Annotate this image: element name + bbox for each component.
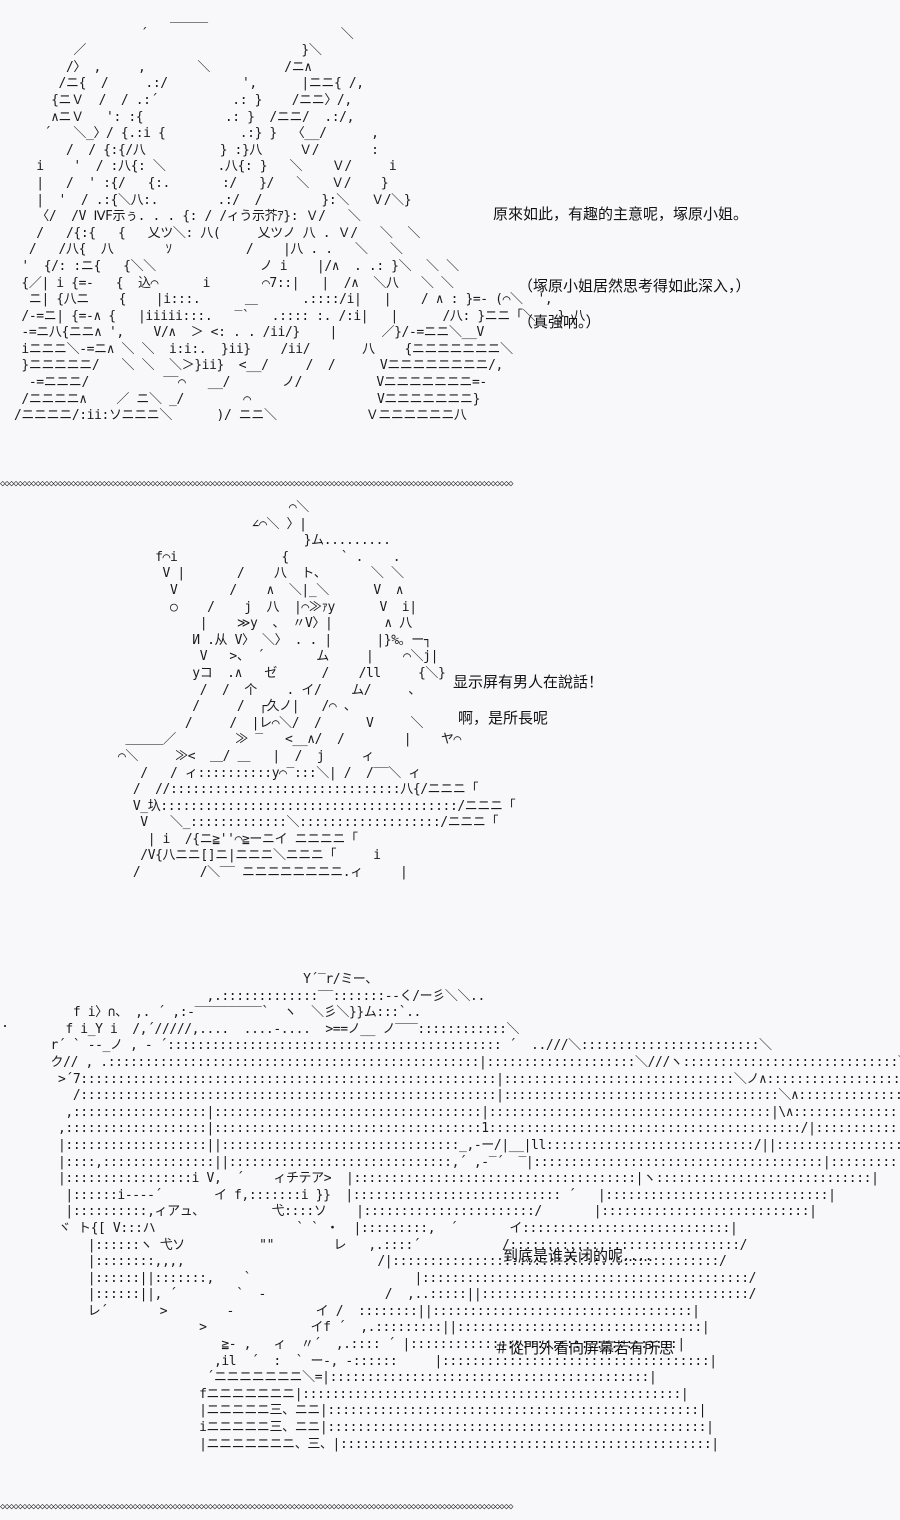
ascii-art-character-peeking: Y´‾r/ミー、 ,.:::::::::::::‾‾:::::::--く/ー彡＼… [50, 972, 900, 1452]
ascii-art-character-surprised: ⌒＼ ∠⌒＼ 〉| }ム......... f⌒i { ` . . V | / … [118, 500, 516, 881]
dialog-line: 显示屏有男人在說話！ [453, 673, 604, 691]
dialog-line: 啊，是所長呢 [458, 709, 549, 727]
dialog-line: 到底是谁关闭的呢…… [503, 1247, 654, 1265]
panel-divider: ◇◇◇◇◇◇◇◇◇◇◇◇◇◇◇◇◇◇◇◇◇◇◇◇◇◇◇◇◇◇◇◇◇◇◇◇◇◇◇◇… [0, 1502, 514, 1512]
dialog-line: （塚原小姐居然思考得如此深入，） [518, 277, 751, 295]
panel-divider: ◇◇◇◇◇◇◇◇◇◇◇◇◇◇◇◇◇◇◇◇◇◇◇◇◇◇◇◇◇◇◇◇◇◇◇◇◇◇◇◇… [0, 479, 514, 489]
panel-1: ＿＿＿ ´ ＼ ／ }＼ /〉 , , ＼ /ニ∧ /ニ{ / .:/ ', |… [0, 0, 900, 480]
dialog-line: （真強吶。） [518, 313, 601, 331]
ascii-art-character-thinking: ＿＿＿ ´ ＼ ／ }＼ /〉 , , ＼ /ニ∧ /ニ{ / .:/ ', |… [14, 10, 585, 424]
stray-dot [4, 1025, 6, 1027]
dialog-line: 原來如此，有趣的主意呢，塚原小姐。 [493, 205, 749, 223]
panel-2: ⌒＼ ∠⌒＼ 〉| }ム......... f⌒i { ` . . V | / … [0, 492, 900, 932]
dialog-line: ＃從門外看向屏幕若有所思 [494, 1339, 675, 1357]
panel-3: Y´‾r/ミー、 ,.:::::::::::::‾‾:::::::--く/ー彡＼… [0, 960, 900, 1508]
